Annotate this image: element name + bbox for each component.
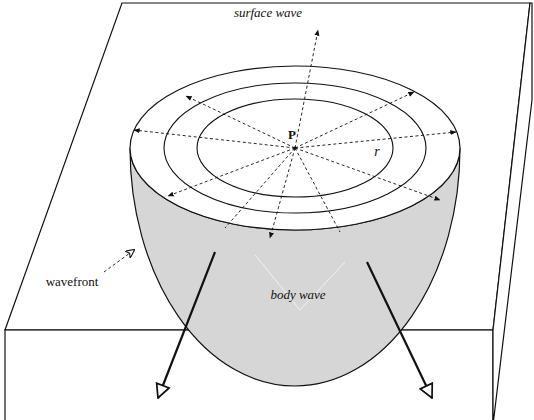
leader-line <box>104 250 134 272</box>
wave-label: surface wave <box>234 6 302 19</box>
wavefront-ring <box>164 83 426 213</box>
ray-lines <box>134 30 456 238</box>
callout-label: wavefront <box>46 275 99 288</box>
body-wave-arrow <box>367 262 432 398</box>
source-point <box>293 146 296 149</box>
wave-label: body wave <box>270 288 325 301</box>
radius-label: r <box>374 145 379 159</box>
highlight <box>255 255 345 310</box>
side-face <box>493 3 532 420</box>
point-label: P <box>288 128 296 141</box>
outer-wavefront <box>130 66 460 230</box>
body-wave-arrow <box>158 252 215 398</box>
wavefront-ring <box>197 99 393 197</box>
